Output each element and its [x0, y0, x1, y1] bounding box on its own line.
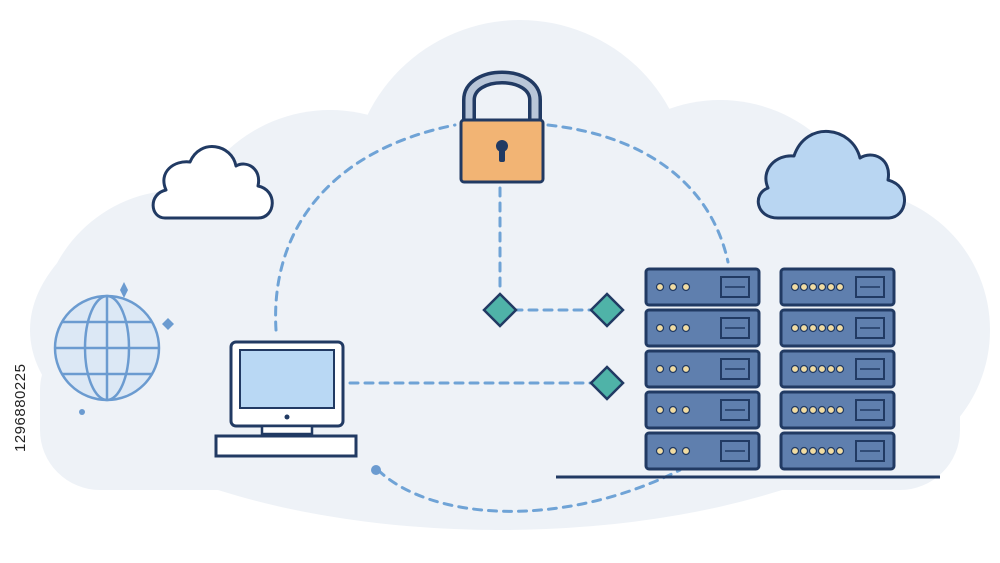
- diamond-node-icon: [482, 292, 518, 328]
- server-light-dot: [668, 282, 678, 292]
- globe-icon: [53, 294, 161, 402]
- server-light-dot: [808, 364, 818, 374]
- server-unit: [779, 308, 896, 348]
- cloud-icon-right: [756, 129, 906, 220]
- server-light-dot: [799, 282, 809, 292]
- server-light-dot: [668, 405, 678, 415]
- server-unit: [644, 431, 761, 471]
- bottom-arc-line: [376, 468, 682, 513]
- server-light-dot: [808, 405, 818, 415]
- server-light-dot: [655, 364, 665, 374]
- server-light-dot: [681, 405, 691, 415]
- server-unit: [644, 349, 761, 389]
- server-light-dot: [668, 364, 678, 374]
- diamond-node-icon: [589, 365, 625, 401]
- server-light-dot: [790, 282, 800, 292]
- sparkle-dot: [79, 409, 85, 415]
- server-light-dot: [655, 323, 665, 333]
- server-unit: [644, 267, 761, 307]
- server-light-dot: [790, 364, 800, 374]
- server-unit: [779, 349, 896, 389]
- server-light-dot: [826, 323, 836, 333]
- server-unit: [644, 308, 761, 348]
- sparkle-dot: [371, 465, 381, 475]
- diamond-node-icon: [589, 292, 625, 328]
- arc-line-right: [546, 123, 730, 264]
- connection-lines: [274, 123, 730, 513]
- arc-line-left: [274, 123, 457, 332]
- server-light-dot: [799, 405, 809, 415]
- server-unit: [779, 267, 896, 307]
- server-light-dot: [808, 446, 818, 456]
- server-light-dot: [817, 364, 827, 374]
- server-light-dot: [808, 323, 818, 333]
- padlock-icon: [459, 70, 545, 184]
- server-unit: [779, 431, 896, 471]
- cloud-icon-left: [151, 145, 274, 220]
- server-light-dot: [817, 323, 827, 333]
- server-light-dot: [668, 446, 678, 456]
- server-light-dot: [826, 405, 836, 415]
- server-light-dot: [681, 364, 691, 374]
- server-light-dot: [808, 282, 818, 292]
- server-light-dot: [817, 446, 827, 456]
- image-id-label: 1296880225: [12, 363, 29, 452]
- server-light-dot: [835, 282, 845, 292]
- server-light-dot: [826, 282, 836, 292]
- server-light-dot: [655, 405, 665, 415]
- server-light-dot: [835, 364, 845, 374]
- server-light-dot: [799, 364, 809, 374]
- server-light-dot: [681, 446, 691, 456]
- server-light-dot: [681, 282, 691, 292]
- server-light-dot: [681, 323, 691, 333]
- server-light-dot: [835, 446, 845, 456]
- server-unit: [779, 390, 896, 430]
- desktop-computer-icon: [214, 340, 358, 458]
- server-light-dot: [817, 405, 827, 415]
- server-light-dot: [799, 323, 809, 333]
- server-light-dot: [835, 323, 845, 333]
- server-light-dot: [790, 405, 800, 415]
- server-light-dot: [826, 364, 836, 374]
- server-light-dot: [790, 446, 800, 456]
- server-light-dot: [655, 446, 665, 456]
- server-rack-left-icon: [644, 267, 761, 471]
- server-light-dot: [826, 446, 836, 456]
- server-light-dot: [790, 323, 800, 333]
- server-light-dot: [655, 282, 665, 292]
- server-light-dot: [817, 282, 827, 292]
- server-rack-right-icon: [779, 267, 896, 471]
- sparkle-icon: [120, 282, 128, 298]
- server-racks: [644, 267, 896, 471]
- sparkle-icon: [162, 318, 174, 330]
- network-nodes: [482, 292, 625, 401]
- server-unit: [644, 390, 761, 430]
- sparkle-icons: [79, 282, 381, 475]
- server-light-dot: [799, 446, 809, 456]
- server-light-dot: [835, 405, 845, 415]
- server-light-dot: [668, 323, 678, 333]
